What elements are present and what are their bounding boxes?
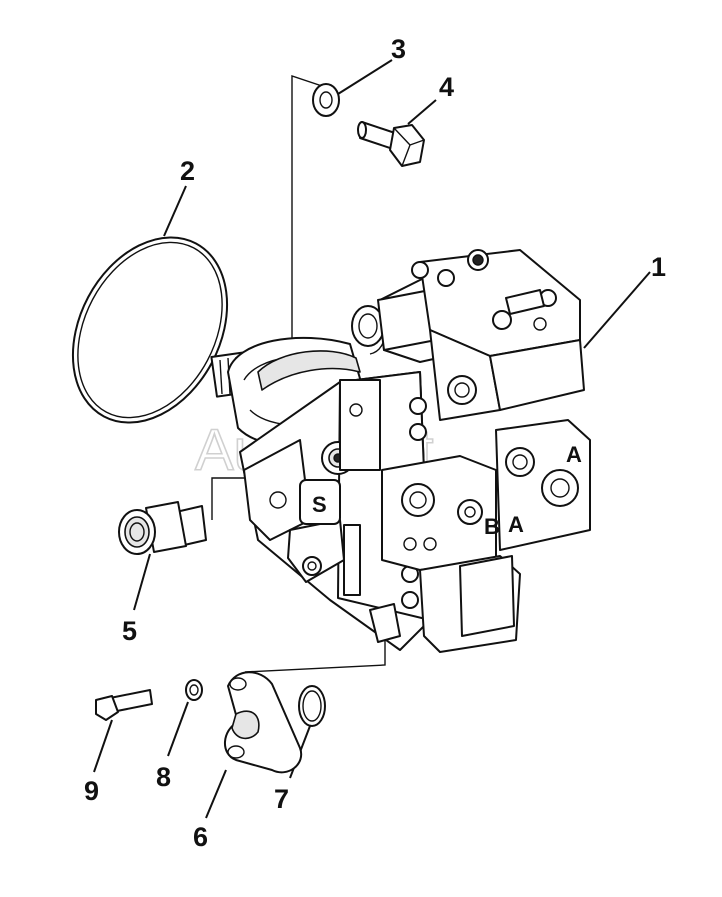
part-3-washer bbox=[312, 83, 340, 117]
logo-mark: S bbox=[312, 492, 327, 517]
part-8-washer bbox=[167, 679, 203, 757]
callout-6: 6 bbox=[193, 822, 208, 852]
leader-line-4 bbox=[407, 99, 437, 125]
callout-2: 2 bbox=[180, 156, 195, 186]
part-9-bolt bbox=[93, 689, 153, 773]
callout-8: 8 bbox=[156, 762, 171, 792]
leader-line-3 bbox=[337, 59, 393, 95]
callout-3: 3 bbox=[391, 34, 406, 64]
part-4-bolt bbox=[357, 121, 425, 167]
part-1-pump-assembly: S bbox=[210, 249, 651, 653]
port-label-b: B bbox=[484, 514, 500, 539]
port-label-a-side: A bbox=[566, 442, 582, 467]
leader-line-2 bbox=[163, 185, 187, 237]
part-2-o-ring bbox=[71, 236, 229, 424]
callout-7: 7 bbox=[274, 784, 289, 814]
callout-1: 1 bbox=[651, 252, 666, 282]
callout-9: 9 bbox=[84, 776, 99, 806]
part-5-fitting bbox=[118, 501, 207, 611]
part-6-split-flange bbox=[205, 671, 303, 819]
callout-4: 4 bbox=[439, 72, 454, 102]
callout-5: 5 bbox=[122, 616, 137, 646]
port-label-a: A bbox=[508, 512, 524, 537]
